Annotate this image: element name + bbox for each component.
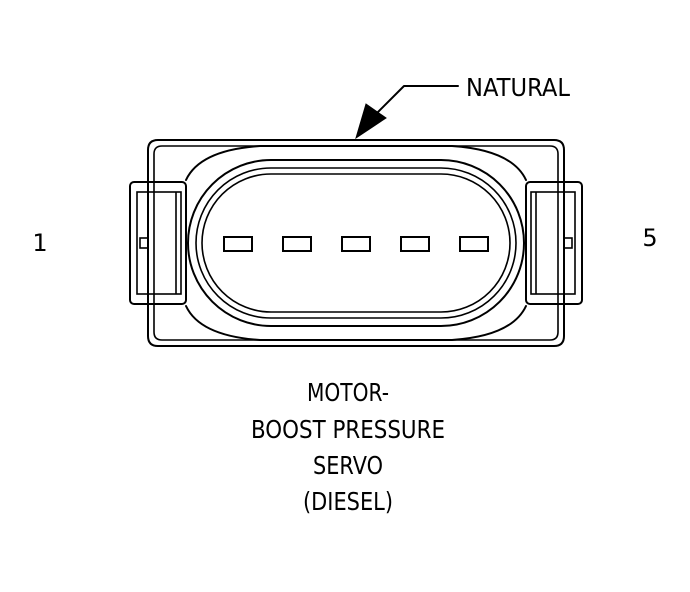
caption: MOTOR- BOOST PRESSURE SERVO (DIESEL) <box>251 378 445 516</box>
pin-cavity-3 <box>341 236 371 252</box>
caption-line-2: BOOST PRESSURE <box>251 415 445 444</box>
pin-label-right: 5 <box>642 224 657 252</box>
caption-line-1: MOTOR- <box>307 378 389 407</box>
pin-cavity-4 <box>400 236 430 252</box>
caption-line-3: SERVO <box>313 451 383 480</box>
callout-label: NATURAL <box>466 73 570 102</box>
pin-cavity-1 <box>223 236 253 252</box>
pin-cavities <box>223 236 489 252</box>
connector-housing <box>147 139 565 347</box>
pin-cavity-5 <box>459 236 489 252</box>
callout-leader <box>355 85 459 140</box>
right-latch <box>525 181 583 305</box>
mating-face <box>187 159 525 327</box>
pin-label-left: 1 <box>32 229 47 257</box>
arrowhead-icon <box>355 103 387 140</box>
left-latch <box>129 181 187 305</box>
pin-cavity-2 <box>282 236 312 252</box>
caption-line-4: (DIESEL) <box>303 487 393 516</box>
